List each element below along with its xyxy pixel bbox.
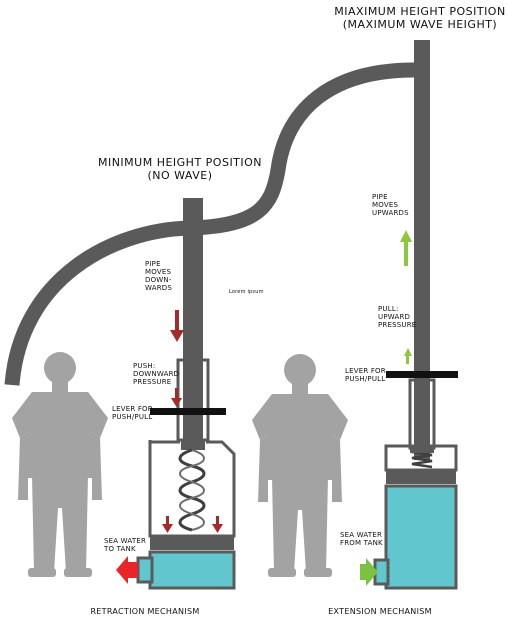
left-pipe-label-line: WARDS <box>145 284 173 293</box>
right-lever-label-line: PUSH/PULL <box>345 375 386 384</box>
connecting-hose <box>4 62 415 386</box>
right-pressure-label-line: PRESSURE <box>378 321 417 330</box>
right-pipe-up-arrow <box>400 230 412 266</box>
water-in-arrow <box>360 558 378 586</box>
compression-spring <box>178 448 206 532</box>
left-pipe-label-line: DOWN- <box>145 276 172 285</box>
left-lever-label: LEVER FOR PUSH/PULL <box>112 405 153 421</box>
left-water-tank <box>148 550 236 590</box>
right-pipe <box>414 40 430 460</box>
left-outlet <box>136 556 154 584</box>
compressed-spring <box>411 450 433 469</box>
retraction-mechanism <box>116 198 236 590</box>
left-pressure-label-line: PRESSURE <box>133 378 172 387</box>
right-lever <box>386 371 458 378</box>
right-caption: EXTENSION MECHANISM <box>328 607 432 616</box>
left-pipe-label-line: PIPE <box>145 260 161 268</box>
left-lever-label-line: LEVER FOR <box>112 405 153 413</box>
left-water-label-line: SEA WATER <box>104 537 147 545</box>
left-title: MINIMUM HEIGHT POSITION (NO WAVE) <box>90 156 270 182</box>
right-pressure-up-arrow <box>404 348 412 364</box>
right-water-label-line: SEA WATER <box>340 531 383 539</box>
left-lever <box>150 408 226 415</box>
left-lever-label-line: PUSH/PULL <box>112 413 153 422</box>
right-pressure-label-line: UPWARD <box>378 313 411 322</box>
left-water-label-line: TO TANK <box>104 545 136 554</box>
person-silhouette-left <box>12 352 108 577</box>
left-caption: RETRACTION MECHANISM <box>90 607 200 616</box>
right-title-line1: MIAXIMUM HEIGHT POSITION <box>334 5 506 18</box>
right-water-tank <box>384 484 458 590</box>
left-upper-chamber <box>148 440 236 538</box>
left-pipe-label: PIPE MOVES DOWN- WARDS <box>145 260 172 292</box>
left-pipe <box>183 198 203 440</box>
right-lever-label-line: LEVER FOR <box>345 367 386 375</box>
left-pressure-label-line: DOWNWARD <box>133 370 180 379</box>
left-separator <box>150 536 234 550</box>
placeholder-text: Lorem ipsum <box>229 289 264 295</box>
left-pressure-label-line: PUSH: <box>133 362 156 370</box>
right-water-label-line: FROM TANK <box>340 539 383 548</box>
right-title: MIAXIMUM HEIGHT POSITION (MAXIMUM WAVE H… <box>330 5 508 31</box>
right-pipe-label-line: PIPE <box>372 193 388 201</box>
left-chamber-arrow-2 <box>212 516 223 533</box>
left-chamber-arrow-1 <box>162 516 173 533</box>
left-title-line2: (NO WAVE) <box>147 168 213 182</box>
left-title-line1: MINIMUM HEIGHT POSITION <box>97 156 263 169</box>
left-pressure-label: PUSH: DOWNWARD PRESSURE <box>133 362 179 386</box>
water-out-arrow <box>116 556 138 584</box>
right-pipe-label-line: MOVES <box>372 201 399 210</box>
right-lever-label: LEVER FOR PUSH/PULL <box>345 367 386 383</box>
left-pipe-label-line: MOVES <box>145 268 172 277</box>
right-separator <box>386 470 456 484</box>
left-piston <box>181 440 205 450</box>
right-pressure-label-line: PULL: <box>378 305 399 313</box>
person-silhouette-right <box>252 354 348 577</box>
right-pressure-label: PULL: UPWARD PRESSURE <box>378 305 416 329</box>
left-water-label: SEA WATER TO TANK <box>104 537 146 553</box>
right-pipe-label: PIPE MOVES UPWARDS <box>372 193 409 217</box>
right-title-line2: (MAXIMUM WAVE HEIGHT) <box>342 17 498 31</box>
right-pipe-label-line: UPWARDS <box>372 209 409 218</box>
right-water-label: SEA WATER FROM TANK <box>340 531 383 547</box>
extension-mechanism <box>360 40 458 590</box>
left-pressure-down-arrow <box>171 388 182 407</box>
left-pipe-down-arrow <box>170 310 184 342</box>
